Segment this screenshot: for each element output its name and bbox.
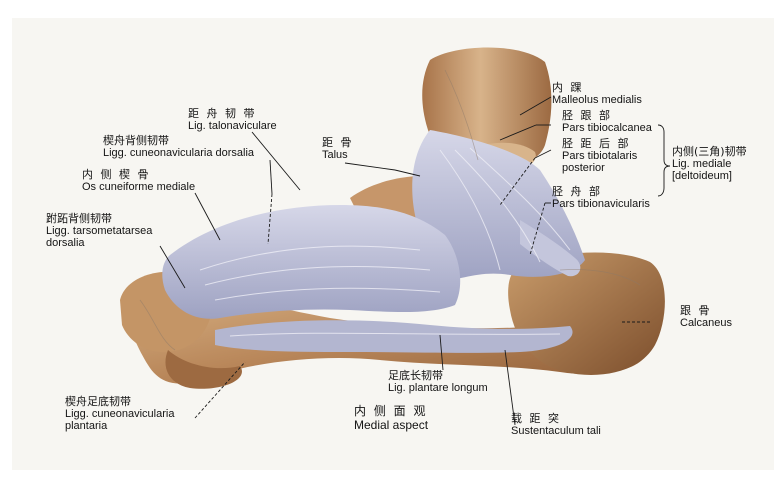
label-ligg-cuneonavicularia-dorsalia: 楔舟背侧韧带 Ligg. cuneonavicularia dorsalia: [103, 134, 255, 160]
label-ligg-tarsometatarsea-dorsalia: 跗跖背侧韧带 Ligg. tarsometatarsea dorsalia: [46, 212, 153, 250]
label-lig-talonaviculare: 距 舟 韧 带 Lig. talonaviculare: [188, 107, 277, 133]
label-pars-tibionavicularis: 胫 舟 部 Pars tibionavicularis: [552, 185, 650, 211]
plantar-long-ligament: [215, 320, 573, 353]
first-metatarsal: [165, 350, 242, 389]
label-os-cuneiforme-mediale: 内 侧 楔 骨 Os cuneiforme mediale: [82, 168, 196, 194]
figure-title: 内 侧 面 观 Medial aspect: [354, 404, 429, 432]
midfoot-ligaments: [162, 205, 461, 319]
label-malleolus-medialis: 内 踝 Malleolus medialis: [552, 81, 642, 107]
label-lig-mediale-deltoideum: 内侧(三角)韧带 Lig. mediale [deltoideum]: [672, 145, 747, 183]
tibionavicular-band: [520, 220, 581, 277]
label-ligg-cuneonavicularia-plantaria: 楔舟足底韧带 Ligg. cuneonavicularia plantaria: [65, 395, 175, 433]
label-pars-tibiocalcanea: 胫 跟 部 Pars tibiocalcanea: [562, 109, 652, 135]
bone-shading: [139, 69, 641, 351]
leader-lines: [159, 96, 671, 426]
label-talus: 距 骨 Talus: [322, 136, 354, 162]
ligament-fibers: [199, 147, 571, 337]
label-lig-plantare-longum: 足底长韧带 Lig. plantare longum: [388, 369, 488, 395]
label-pars-tibiotalaris-posterior: 胫 距 后 部 Pars tibiotalaris posterior: [562, 137, 638, 175]
label-calcaneus: 跟 骨 Calcaneus: [680, 304, 732, 330]
label-sustentaculum-tali: 载 距 突 Sustentaculum tali: [511, 412, 601, 438]
